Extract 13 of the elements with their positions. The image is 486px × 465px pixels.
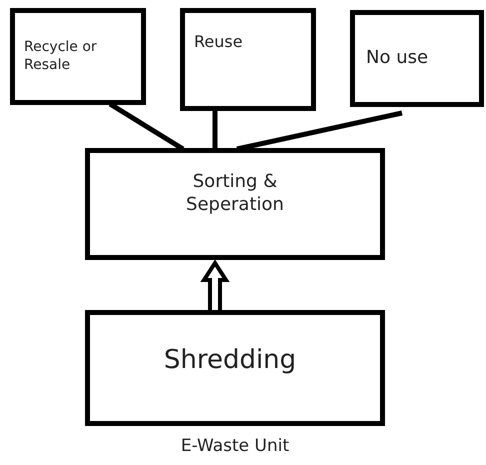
box-label: Sorting & Seperation (185, 170, 285, 217)
process-box (10, 8, 146, 105)
process-box (350, 10, 484, 107)
box-label: Shredding (162, 344, 298, 377)
process-box (85, 148, 385, 260)
box-label: Reuse (194, 32, 244, 53)
block-arrow (200, 259, 230, 313)
connector-line (212, 110, 218, 149)
box-label: Recycle or Resale (24, 38, 98, 74)
caption: E-Waste Unit (180, 436, 290, 456)
box-label: No use (366, 46, 430, 70)
process-box (180, 8, 316, 111)
process-box (85, 310, 385, 426)
